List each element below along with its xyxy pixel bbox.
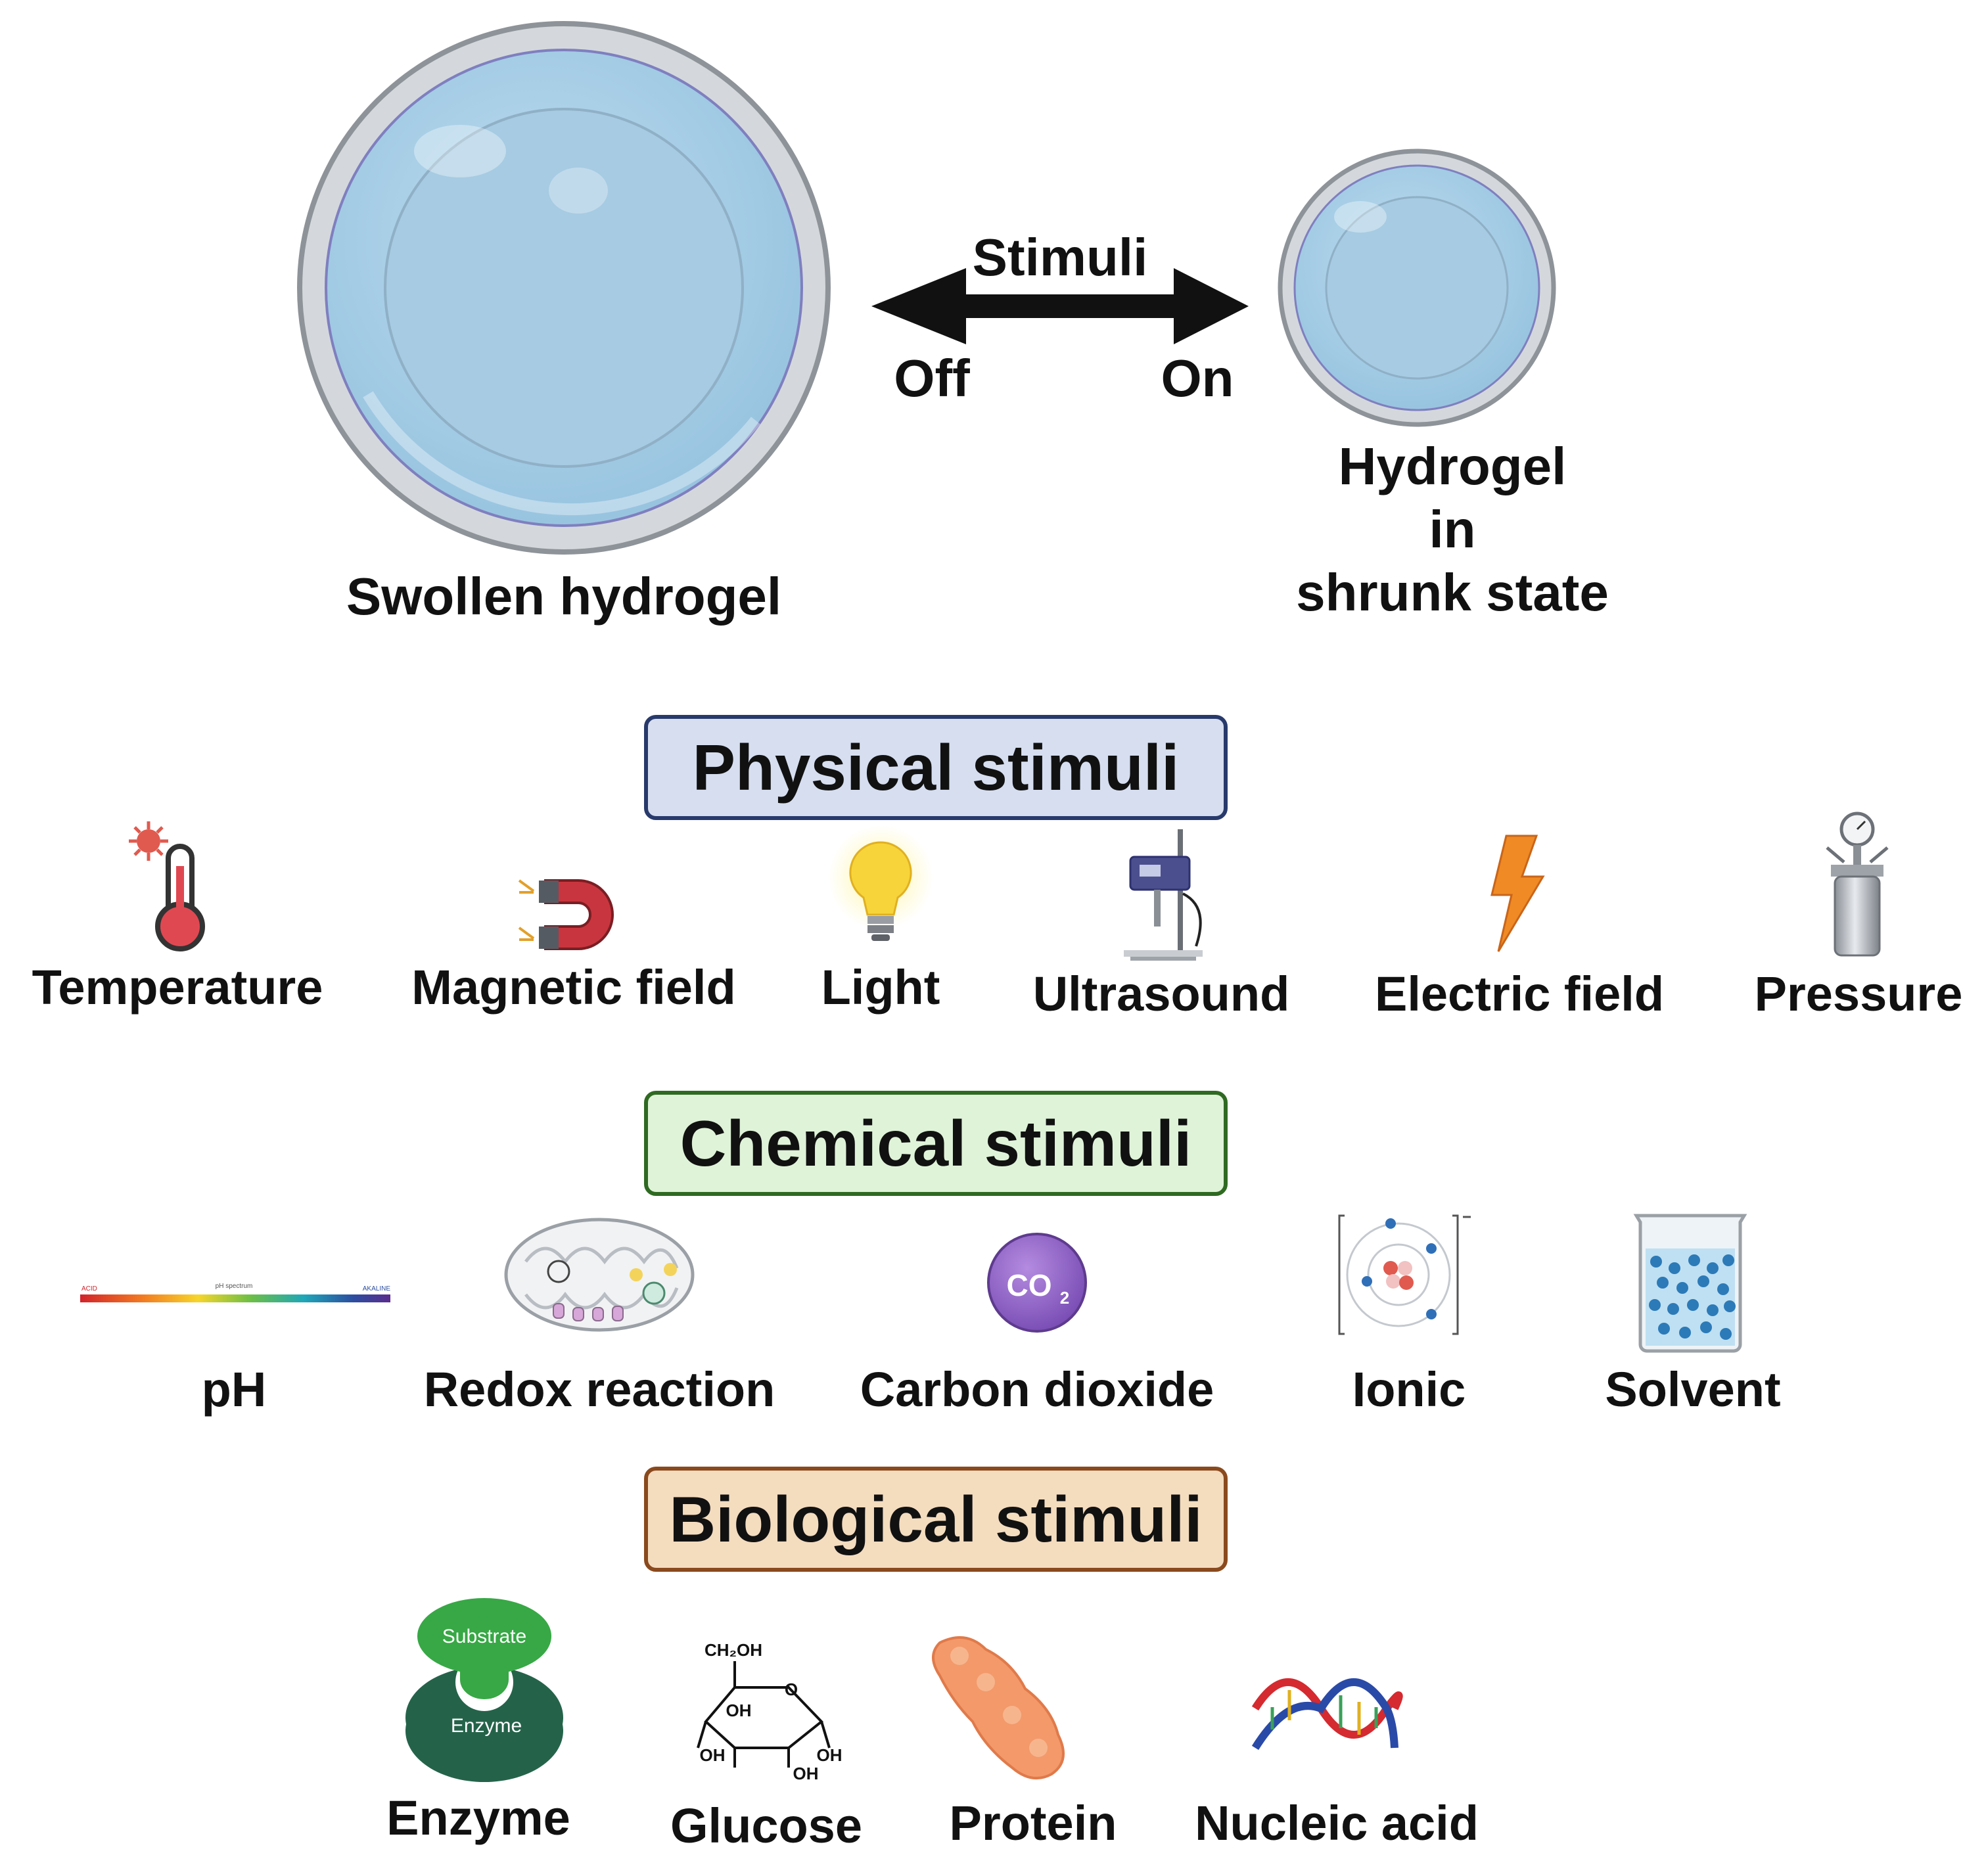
shrunk-hydrogel-icon [1278,149,1556,427]
shrunk-label-line-1: Hydrogel [1338,437,1567,495]
svg-text:O: O [785,1680,798,1699]
svg-text:OH: OH [726,1701,752,1720]
lightning-bolt-icon [1490,835,1545,952]
carbon-dioxide-label: Carbon dioxide [860,1362,1214,1417]
temperature-label: Temperature [32,960,323,1015]
biological-stimuli-box: Biological stimuli [644,1467,1228,1572]
light-label: Light [821,960,940,1015]
svg-text:Enzyme: Enzyme [451,1715,522,1737]
shrunk-hydrogel-label: Hydrogel in shrunk state [1296,435,1609,624]
dna-helix-icon [1251,1678,1403,1750]
svg-text:pH spectrum: pH spectrum [216,1283,253,1290]
ph-label: pH [201,1362,267,1417]
glucose-structure-icon [697,1661,831,1768]
protein-blob-icon [932,1636,1065,1779]
svg-text:OH: OH [700,1745,726,1765]
svg-text:AKALINE: AKALINE [363,1285,391,1293]
svg-text:ACID: ACID [81,1285,97,1293]
protein-label: Protein [949,1796,1117,1850]
svg-text:OH: OH [817,1745,843,1765]
beaker-icon [1633,1214,1747,1353]
enzyme-label: Enzyme [386,1791,570,1845]
enzyme-substrate-icon: Substrate Enzyme [405,1598,563,1783]
pressure-vessel-icon [1826,812,1889,957]
atom-ion-icon [1338,1214,1471,1335]
physical-stimuli-box: Physical stimuli [644,715,1228,820]
shrunk-label-line-2: in [1429,500,1476,559]
swollen-hydrogel-label: Swollen hydrogel [346,567,782,626]
swollen-hydrogel-icon [297,21,831,555]
off-label: Off [894,349,970,407]
co2-molecule-icon: CO 2 [987,1233,1087,1333]
on-label: On [1161,349,1234,407]
redox-reaction-label: Redox reaction [423,1362,775,1417]
magnetic-field-label: Magnetic field [411,960,736,1015]
ultrasound-label: Ultrasound [1032,967,1290,1021]
svg-text:2: 2 [1060,1288,1069,1308]
chemical-stimuli-title: Chemical stimuli [680,1107,1192,1179]
shrunk-label-line-3: shrunk state [1296,563,1609,622]
ph-spectrum-icon: ACID pH spectrum AKALINE [80,1283,390,1302]
svg-text:OH: OH [793,1764,819,1783]
ultrasound-sonicator-icon [1124,829,1203,961]
physical-stimuli-title: Physical stimuli [692,731,1180,804]
solvent-label: Solvent [1605,1362,1781,1417]
glucose-labels: CH₂OH O OH OH OH OH [700,1640,843,1783]
svg-text:Substrate: Substrate [442,1626,526,1647]
stimuli-arrow-label: Stimuli [972,228,1148,286]
ionic-label: Ionic [1352,1362,1466,1417]
pressure-label: Pressure [1754,967,1963,1021]
thermometer-icon [129,821,205,951]
svg-text:CO: CO [1007,1268,1052,1302]
biological-stimuli-title: Biological stimuli [669,1482,1203,1555]
svg-text:CH₂OH: CH₂OH [704,1640,762,1660]
chemical-stimuli-box: Chemical stimuli [644,1091,1228,1196]
magnet-icon [518,879,614,950]
lightbulb-icon [828,825,933,941]
glucose-label: Glucose [670,1798,862,1853]
mitochondrion-icon [504,1218,695,1332]
electric-field-label: Electric field [1374,967,1665,1021]
nucleic-acid-label: Nucleic acid [1195,1796,1479,1850]
stimuli-double-arrow [871,268,1249,344]
